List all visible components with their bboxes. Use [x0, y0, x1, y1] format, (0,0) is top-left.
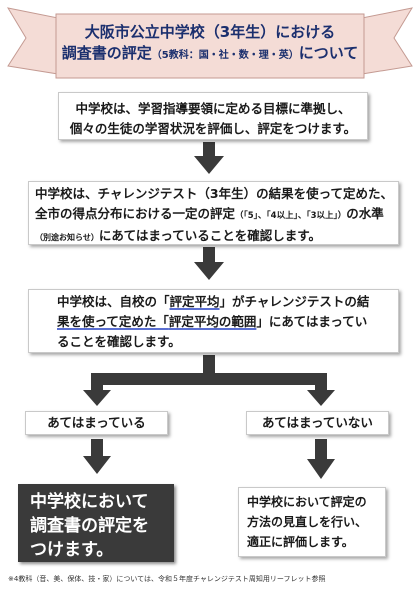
arrow-down-1: [194, 142, 224, 174]
highlight-rating-range: 評定平均の範囲: [168, 314, 257, 329]
title-main: 調査書の評定: [61, 44, 152, 62]
arrow-down-yes: [83, 439, 111, 474]
highlight-result-start: 果を使って定めた「: [57, 314, 169, 329]
branch-no-label: あてはまっていない: [246, 411, 389, 435]
result-yes-line-3: つけます。: [30, 540, 114, 560]
title-end: について: [298, 44, 359, 62]
step-2-confirm: にあてはまっていることを確認します。: [98, 228, 321, 243]
step-2-line-1: 中学校は、チャレンジテスト（3年生）の結果を使って定めた、: [35, 186, 393, 201]
step-2-box: 中学校は、チャレンジテスト（3年生）の結果を使って定めた、 全市の得点分布におけ…: [28, 181, 399, 245]
step-3-line-1: 中学校は、自校の「評定平均」がチャレンジテストの結: [57, 294, 370, 309]
arrow-down-2: [194, 247, 224, 280]
branch-yes-label: あてはまっている: [25, 411, 168, 435]
step-2-criterion: 全市の得点分布における一定の評定: [35, 206, 236, 221]
step-3-line-3: ることを確認します。: [57, 334, 181, 349]
result-no-line-2: 方法の見直しを行い、: [247, 515, 368, 529]
result-yes-box: 中学校において 調査書の評定を つけます。: [18, 484, 174, 562]
banner-center: [55, 13, 365, 79]
step-1-line-2: 個々の生徒の学習状況を評価し、評定をつけます。: [69, 121, 357, 136]
split-bar: [91, 373, 327, 385]
banner-left-tail: [6, 7, 59, 75]
arrow-down-no: [307, 439, 335, 479]
step-1-box: 中学校は、学習指導要領に定める目標に準拠し、 個々の生徒の学習状況を評価し、評定…: [58, 92, 368, 140]
step-2-notice: （別途お知らせ）: [35, 233, 99, 242]
title-banner: [6, 7, 414, 79]
step-2-standard: の水準: [346, 206, 384, 221]
split-arrow-left: [83, 380, 111, 406]
result-yes-line-2: 調査書の評定を: [30, 516, 149, 536]
result-no-line-1: 中学校において評定の: [247, 495, 367, 509]
result-yes-line-1: 中学校において: [30, 492, 149, 512]
highlight-rating-average: 評定平均: [169, 294, 220, 309]
step-2-line-3: （別途お知らせ）にあてはまっていることを確認します。: [35, 226, 392, 248]
split-arrow-right: [307, 380, 335, 406]
result-no-line-3: 適正に評価します。: [247, 535, 354, 549]
page-title: 大阪市公立中学校（3年生）における 調査書の評定（5教科：国・社・数・理・英）に…: [58, 22, 362, 72]
step-1-line-1: 中学校は、学習指導要領に定める目標に準拠し、: [75, 101, 351, 116]
title-line-1: 大阪市公立中学校（3年生）における: [84, 23, 336, 41]
banner-right-tail: [361, 7, 414, 75]
step-3-box: 中学校は、自校の「評定平均」がチャレンジテストの結 果を使って定めた「評定平均の…: [28, 289, 399, 353]
split-stem: [203, 355, 215, 377]
step-3-line-2: 果を使って定めた「評定平均の範囲」にあてはまってい: [57, 314, 368, 329]
title-subjects: （5教科：国・社・数・理・英）: [151, 50, 299, 61]
step-2-levels: （「5」、「4以上」、「3以上」）: [235, 211, 347, 221]
footnote: ※4教科（音、美、保体、技・家）については、令和５年度チャレンジテスト周知用リー…: [8, 575, 326, 583]
result-no-box: 中学校において評定の 方法の見直しを行い、 適正に評価します。: [238, 487, 386, 557]
step-2-line-2: 全市の得点分布における一定の評定（「5」、「4以上」、「3以上」）の水準: [35, 204, 392, 226]
title-line-2: 調査書の評定（5教科：国・社・数・理・英）について: [58, 42, 362, 67]
